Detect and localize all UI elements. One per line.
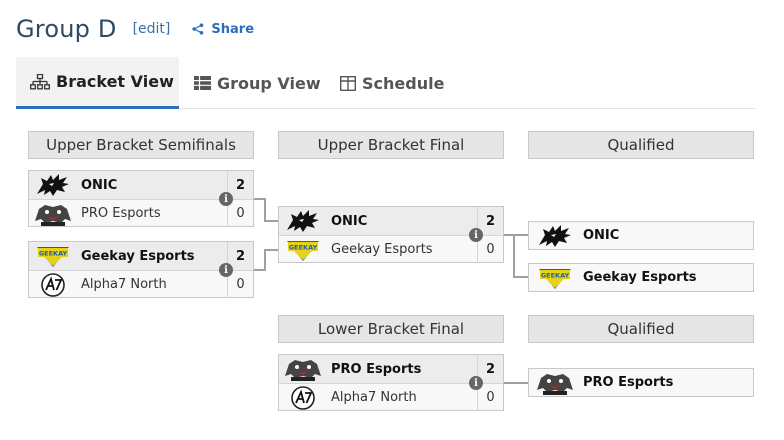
bracket-connector [264,249,278,251]
qualified-slot[interactable]: PRO Esports [528,368,754,397]
team-row[interactable]: Geekay Esports 0 [279,235,503,263]
team-name: Geekay Esports [81,248,195,264]
tab-schedule-label: Schedule [362,73,445,93]
bracket-connector [264,249,266,271]
tab-group-view[interactable]: Group View [192,57,332,109]
ub-semifinals-header: Upper Bracket Semifinals [28,131,254,159]
calendar-icon [340,75,356,91]
team-row[interactable]: PRO Esports 0 [29,199,253,227]
pro-esports-logo [33,201,73,227]
bracket-connector [264,198,266,221]
match-info-icon[interactable]: i [219,263,233,277]
edit-link[interactable]: [edit] [132,21,171,37]
team-score: 0 [477,236,503,263]
alpha7-logo [33,272,73,298]
qualified-header-1: Qualified [528,131,754,159]
team-score: 2 [227,171,253,199]
team-score: 0 [227,200,253,227]
tab-bracket-view[interactable]: Bracket View [16,57,179,109]
team-name: Alpha7 North [81,277,167,292]
team-score: 0 [477,384,503,411]
match-lb-final: PRO Esports 2 Alpha7 North 0 i [278,354,504,411]
tab-schedule[interactable]: Schedule [338,57,448,109]
qualified-header-2: Qualified [528,315,754,343]
team-name: ONIC [331,213,368,229]
onic-logo [33,172,73,198]
team-name: PRO Esports [331,361,422,377]
bracket-icon [30,73,50,89]
team-name: Alpha7 North [331,390,417,405]
team-score: 2 [477,355,503,383]
pro-esports-logo [283,356,323,382]
bracket-connector [254,198,265,200]
bracket-connector [513,276,528,278]
match-ub-semi-1: ONIC 2 PRO Esports 0 i [28,170,254,227]
match-ub-final: ONIC 2 Geekay Esports 0 i [278,206,504,263]
bracket-connector [513,234,515,277]
bracket-connector [504,382,528,384]
team-row[interactable]: Alpha7 North 0 [279,383,503,411]
page-title: Group D [16,15,117,43]
geekay-logo [33,243,73,269]
bracket-connector [264,220,278,222]
match-ub-semi-2: Geekay Esports 2 Alpha7 North 0 i [28,241,254,298]
share-icon [192,23,204,35]
geekay-logo [535,265,575,291]
bracket-connector [504,234,528,236]
team-score: 0 [227,271,253,298]
geekay-logo [283,237,323,263]
team-score: 2 [477,207,503,235]
team-score: 2 [227,242,253,270]
qualified-slot[interactable]: ONIC [528,221,754,250]
share-label: Share [211,21,255,37]
qualified-slot[interactable]: Geekay Esports [528,263,754,292]
team-name: ONIC [583,228,620,243]
bracket-connector [254,269,265,271]
team-row[interactable]: ONIC 2 [279,207,503,235]
title-row: Group D [edit] Share [16,12,254,46]
onic-logo [535,223,575,249]
match-info-icon[interactable]: i [469,228,483,242]
team-name: ONIC [81,177,118,193]
share-button[interactable]: Share [192,22,254,37]
team-name: PRO Esports [583,375,674,390]
ub-final-header: Upper Bracket Final [278,131,504,159]
team-row[interactable]: PRO Esports 2 [279,355,503,383]
tab-bracket-view-label: Bracket View [56,72,174,91]
match-info-icon[interactable]: i [469,376,483,390]
lb-final-header: Lower Bracket Final [278,315,504,343]
view-tabs: Bracket View Group View Schedule [16,57,756,109]
team-name: PRO Esports [81,206,161,221]
table-icon [194,76,211,90]
team-name: Geekay Esports [331,242,433,257]
tab-group-view-label: Group View [217,73,321,93]
onic-logo [283,208,323,234]
team-row[interactable]: Geekay Esports 2 [29,242,253,270]
team-row[interactable]: ONIC 2 [29,171,253,199]
team-name: Geekay Esports [583,270,697,285]
alpha7-logo [283,385,323,411]
match-info-icon[interactable]: i [219,192,233,206]
team-row[interactable]: Alpha7 North 0 [29,270,253,298]
pro-esports-logo [535,370,575,396]
